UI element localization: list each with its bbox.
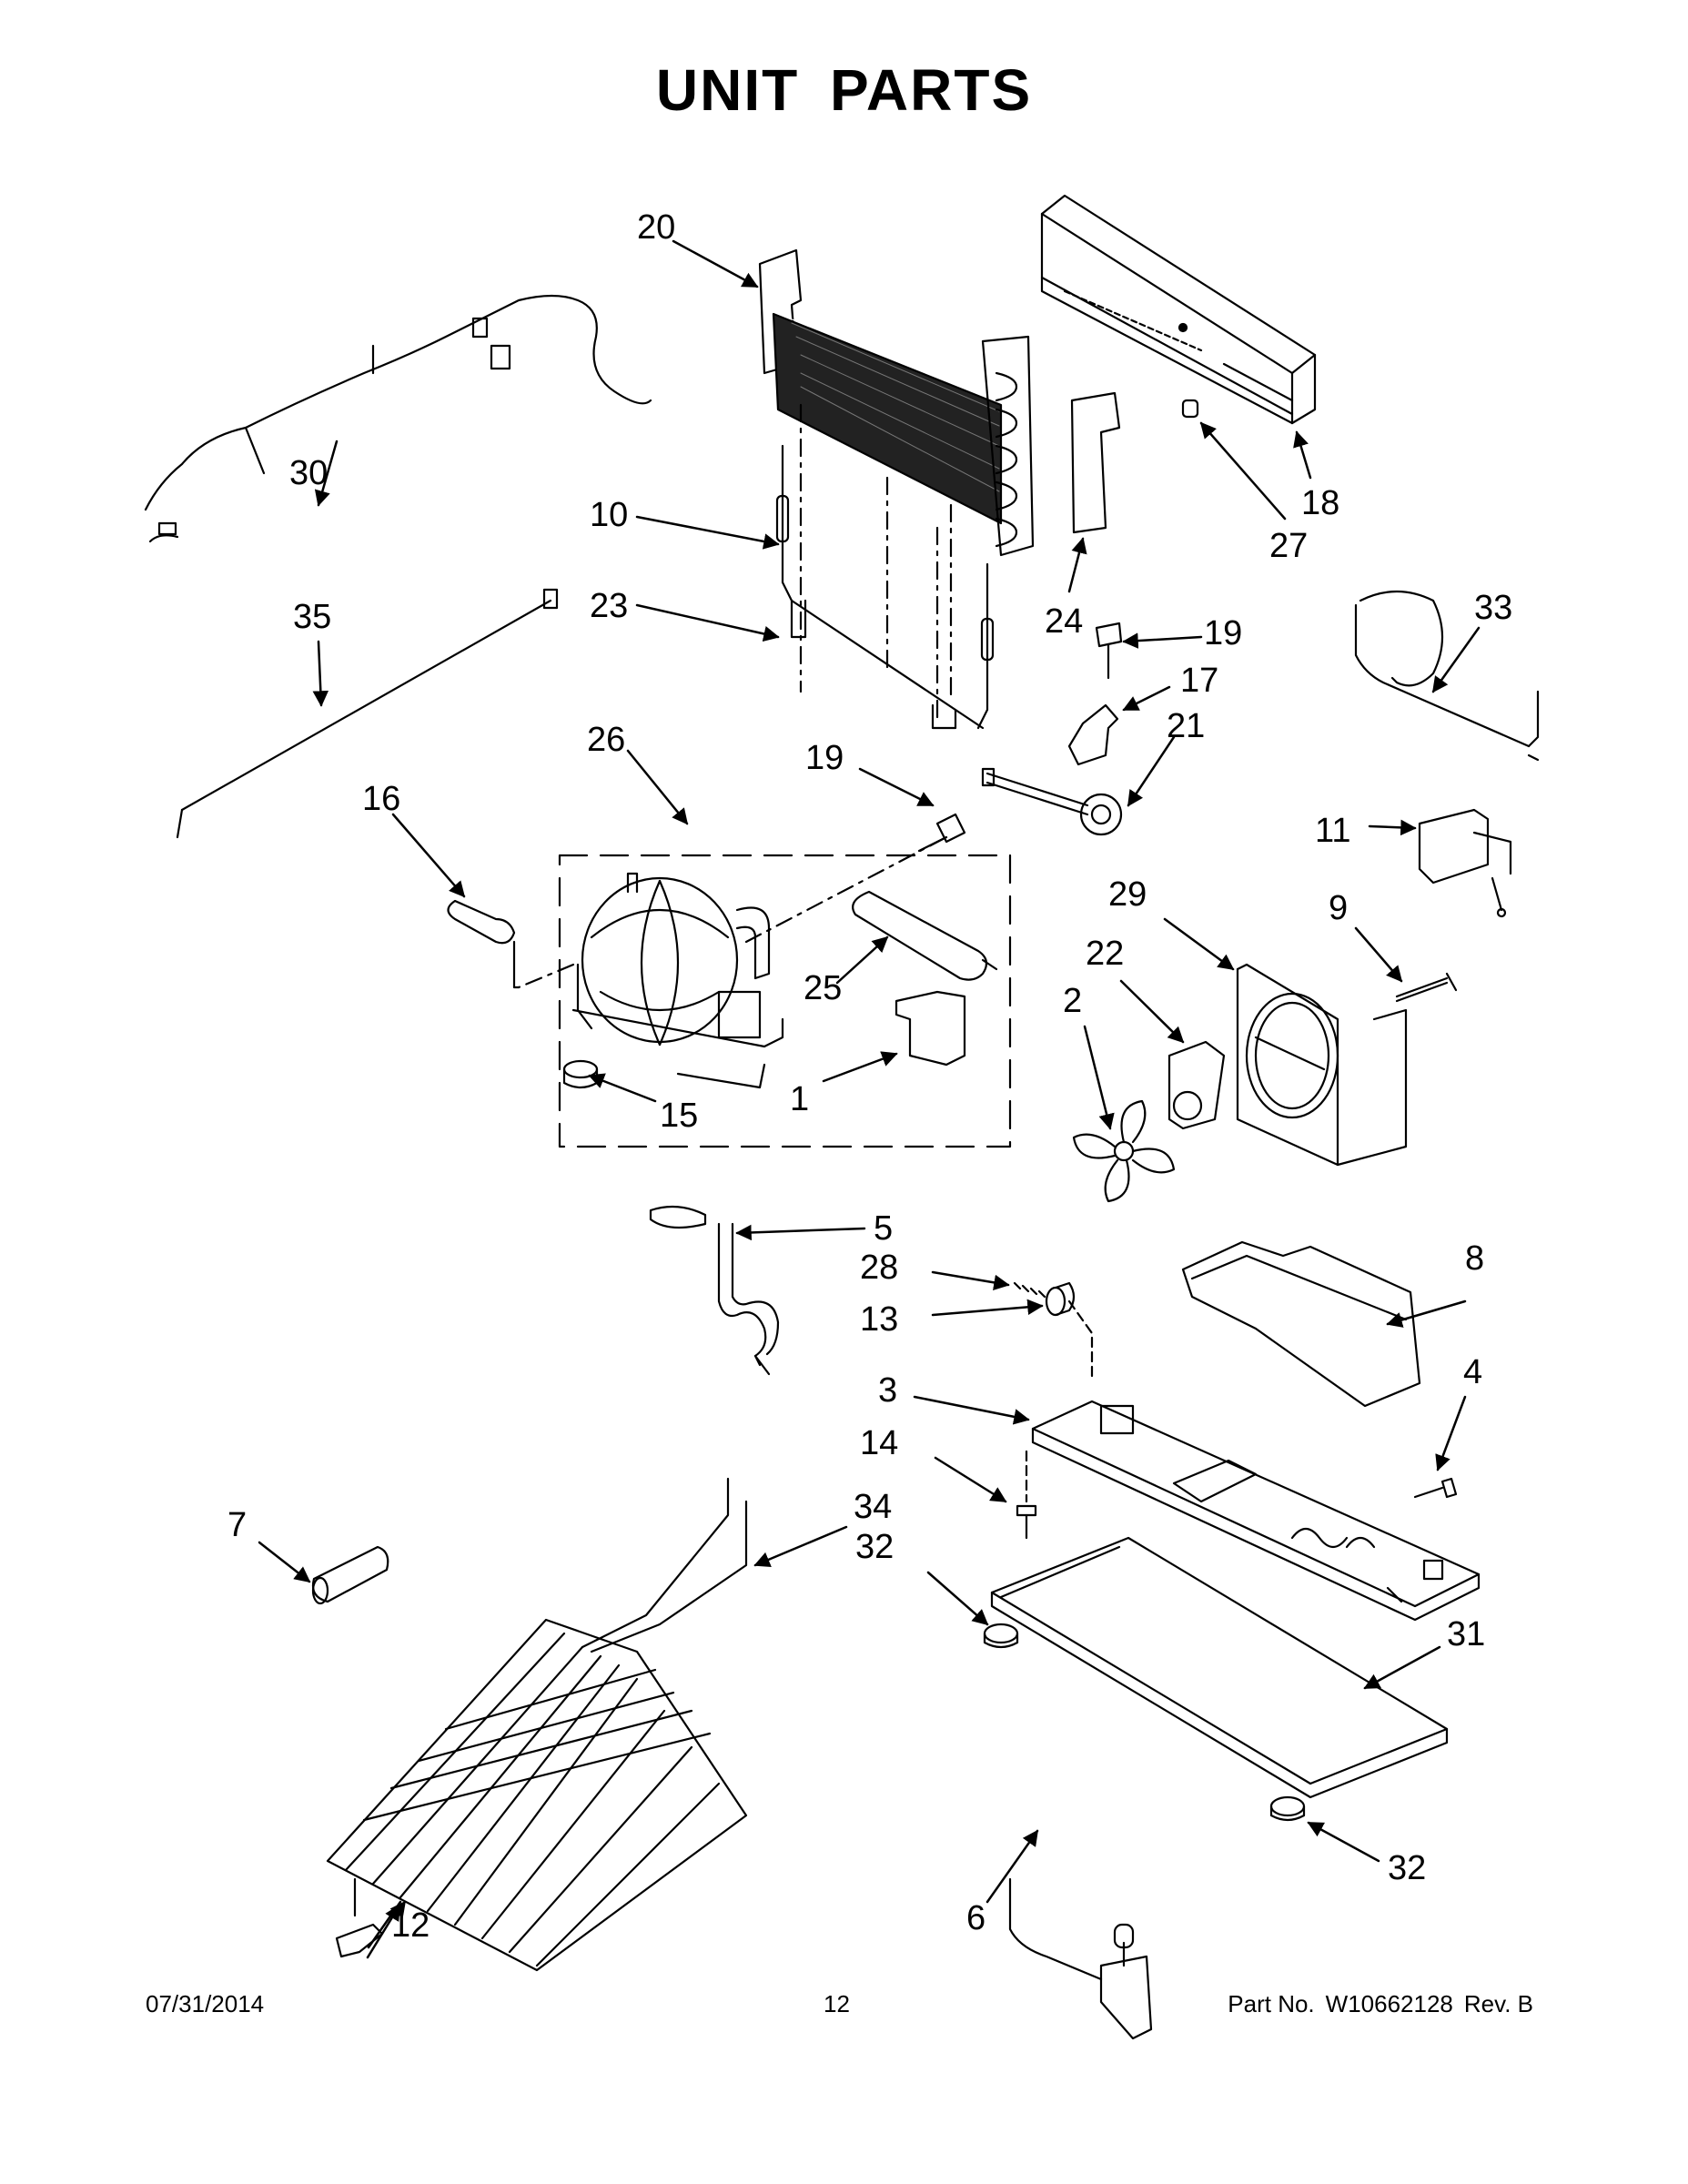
callout-27: 27 [1269, 527, 1308, 565]
compressor-cover-drawing [895, 990, 966, 1067]
callout-4: 4 [1463, 1353, 1482, 1391]
screw-drawing [917, 813, 966, 853]
fan-blade-drawing [1072, 1099, 1176, 1203]
callout-28: 28 [860, 1249, 898, 1287]
bracket-17-drawing [1067, 703, 1119, 766]
drain-pan-drawing [1181, 1240, 1421, 1408]
callout-10: 10 [590, 496, 628, 534]
callout-24: 24 [1045, 602, 1083, 641]
screw-14-drawing [1016, 1450, 1037, 1540]
callout-9: 9 [1329, 889, 1348, 927]
callout-6: 6 [966, 1899, 986, 1937]
grommet-13-drawing [1045, 1281, 1076, 1317]
page-title: UNIT PARTS [655, 57, 1033, 123]
base-plate-drawing [1031, 1400, 1481, 1622]
callout-29: 29 [1108, 875, 1147, 914]
callout-16: 16 [362, 780, 400, 818]
fan-motor-drawing [981, 767, 1123, 836]
footer-part-number: Part No. W10662128 Rev. B [1228, 1990, 1533, 2018]
screw-9-drawing [1395, 972, 1458, 1003]
screw-4-drawing [1413, 1477, 1458, 1499]
spring-drawing [1013, 1281, 1046, 1299]
revision: Rev. B [1463, 1990, 1533, 2017]
callout-17: 17 [1180, 662, 1218, 700]
compressor-drawing [571, 872, 784, 1089]
callout-26: 26 [587, 721, 625, 759]
callout-2: 2 [1063, 982, 1082, 1020]
callout-23: 23 [590, 587, 628, 625]
callout-1: 1 [790, 1080, 809, 1118]
wire-harness-drawing [144, 294, 652, 543]
drain-tube-drawing [649, 1205, 780, 1376]
callout-11: 11 [1315, 812, 1350, 850]
part-no-label: Part No. [1228, 1990, 1315, 2017]
callout-8: 8 [1465, 1239, 1484, 1278]
callout-32: 32 [855, 1528, 894, 1566]
leader-lines [258, 239, 1481, 1949]
fan-shroud-drawing [1236, 963, 1408, 1167]
evaporator-drawing [326, 1477, 748, 1972]
callout-labels: 20 30 10 23 35 26 19 16 25 1 15 24 18 27… [227, 208, 1512, 1945]
callout-5: 5 [874, 1209, 893, 1248]
screw-upper-drawing [1095, 622, 1123, 680]
motor-drawing [1167, 1040, 1226, 1130]
callout-32b: 32 [1388, 1849, 1426, 1887]
bracket-drawing [447, 899, 516, 945]
callout-25: 25 [804, 969, 842, 1007]
callout-30: 30 [289, 454, 328, 492]
foot-drawing-left [983, 1623, 1019, 1649]
footer-date: 07/31/2014 [146, 1990, 265, 2017]
relay-drawing [1418, 808, 1512, 918]
part-no-value: W10662128 [1325, 1990, 1453, 2017]
condenser-drawing [758, 248, 1035, 557]
callout-13: 13 [860, 1300, 898, 1339]
callout-19: 19 [805, 739, 844, 777]
tube-6-drawing [1008, 1877, 1153, 2040]
shroud-box-drawing [1040, 194, 1317, 425]
power-cord-drawing [176, 588, 559, 839]
callout-35: 35 [293, 598, 331, 636]
channel-drawing [1070, 391, 1121, 534]
callout-3: 3 [878, 1371, 897, 1410]
callout-21: 21 [1167, 707, 1205, 745]
tube-assembly-drawing [1354, 590, 1540, 762]
insulation-panel-drawing [990, 1536, 1449, 1799]
callout-7: 7 [227, 1506, 247, 1544]
callout-31: 31 [1447, 1615, 1485, 1653]
callout-18: 18 [1301, 484, 1339, 522]
foot-drawing-right [1269, 1795, 1306, 1822]
callout-12: 12 [391, 1906, 430, 1945]
callout-34: 34 [854, 1488, 892, 1526]
clip-drawing [335, 1923, 384, 1958]
callout-20: 20 [637, 208, 675, 247]
callout-14: 14 [860, 1424, 898, 1462]
footer-page-number: 12 [824, 1990, 850, 2017]
callout-15: 15 [660, 1097, 698, 1135]
callout-22: 22 [1086, 935, 1124, 973]
compressor-kit-box [558, 854, 1012, 1148]
grommet-drawing [562, 1059, 599, 1089]
drier-drawing [852, 890, 998, 981]
sleeve-drawing [311, 1545, 389, 1605]
callout-33: 33 [1474, 589, 1512, 627]
thermistor-tube-drawing [775, 444, 995, 730]
callout-19b: 19 [1204, 614, 1242, 652]
